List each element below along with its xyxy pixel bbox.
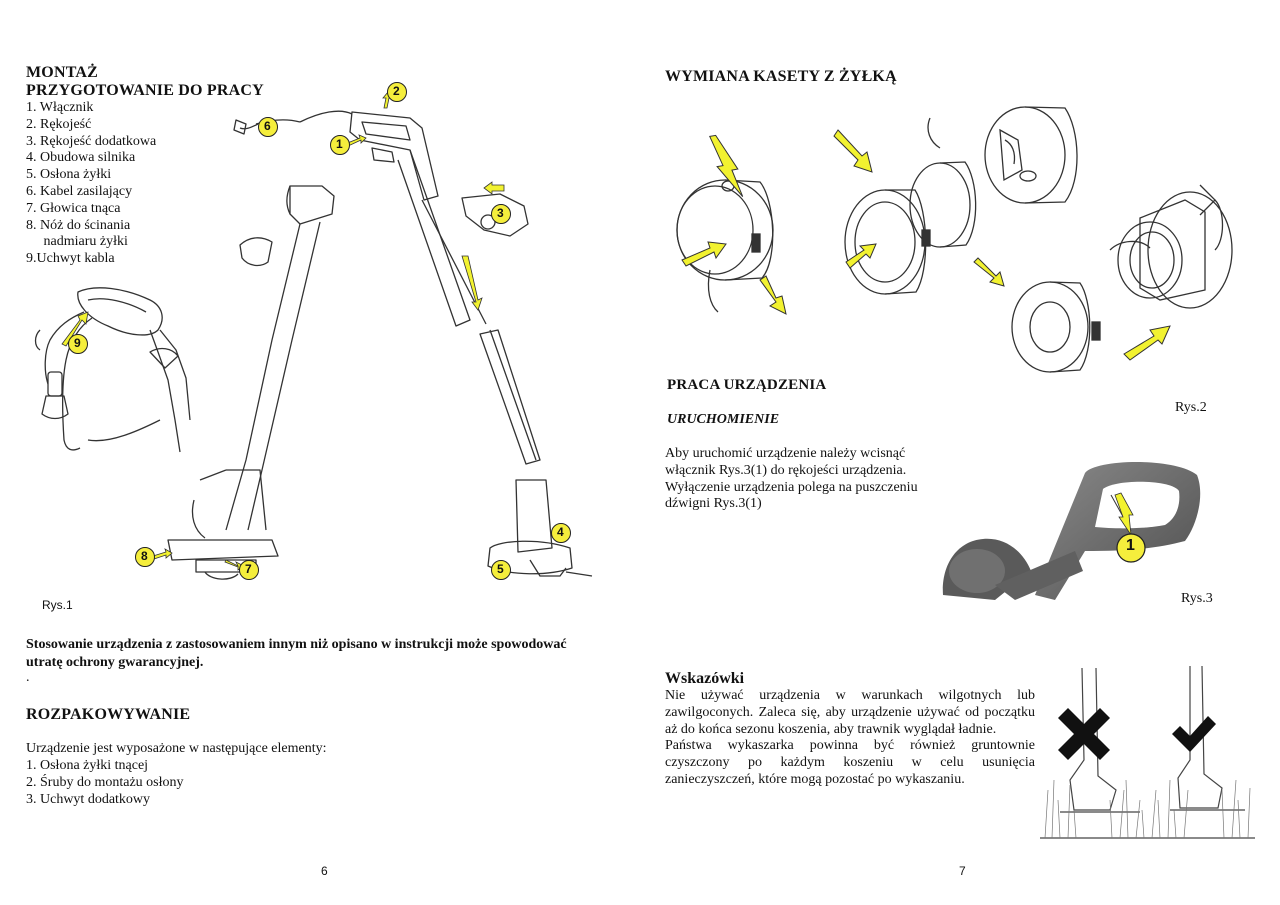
list-item: 2. Śruby do montażu osłony (26, 774, 184, 790)
text-line: Aby uruchomić urządzenie należy wcisnąć (665, 446, 906, 461)
tips-text: Nie używać urządzenia w warunkach wilgot… (665, 688, 1035, 789)
list-item: 6. Kabel zasilający (26, 183, 133, 199)
callout-1: 1 (336, 137, 343, 151)
contents-intro: Urządzenie jest wyposażone w następujące… (26, 741, 327, 756)
callout-5: 5 (497, 562, 504, 576)
list-item: 7. Głowica tnąca (26, 200, 121, 216)
start-instructions: Aby uruchomić urządzenie należy wcisnąć … (665, 446, 918, 513)
callout-8: 8 (141, 549, 148, 563)
figure1-label: Rys.1 (42, 598, 73, 612)
parts-list: 1. Włącznik 2. Rękojeść 3. Rękojeść doda… (26, 100, 156, 268)
warning-text: Stosowanie urządzenia z zastosowaniem in… (26, 636, 567, 672)
list-item: 4. Obudowa silnika (26, 150, 136, 166)
list-item: 3. Uchwyt dodatkowy (26, 791, 151, 807)
callout-2: 2 (393, 84, 400, 98)
page-number-right: 7 (959, 864, 966, 878)
list-item: 3. Rękojeść dodatkowa (26, 133, 157, 149)
callout-6: 6 (264, 119, 271, 133)
trimmer-illustration (34, 91, 593, 580)
list-item: 1. Osłona żyłki tnącej (26, 758, 149, 773)
tips-paragraph: Nie używać urządzenia w warunkach wilgot… (665, 688, 1035, 737)
list-item: 5. Osłona żyłki (26, 167, 112, 183)
callout-7: 7 (245, 562, 252, 576)
callout-9: 9 (74, 336, 81, 350)
heading-rozpakowywanie: ROZPAKOWYWANIE (26, 706, 191, 723)
figure3-label: Rys.3 (1181, 591, 1213, 606)
tips-paragraph: Państwa wykaszarka powinna być również g… (665, 738, 1035, 787)
heading-wskazowki: Wskazówki (665, 670, 745, 687)
handle-switch-illustration (942, 462, 1201, 600)
warning-line: utratę ochrony gwarancyjnej. (26, 655, 204, 670)
usage-tips-illustration (1040, 665, 1255, 839)
spool-replacement-illustration (676, 106, 1233, 373)
text-line: dźwigni Rys.3(1) (665, 496, 762, 512)
callout-3: 3 (497, 206, 504, 220)
dot-text: . (26, 670, 30, 685)
callout-4: 4 (557, 525, 564, 539)
figure3-callout: 1 (1126, 537, 1135, 554)
figure2-label: Rys.2 (1175, 400, 1207, 415)
heading-montaz: MONTAŻ (26, 64, 99, 81)
list-item: 9.Uchwyt kabla (26, 251, 115, 267)
subheading-uruchomienie: URUCHOMIENIE (667, 412, 780, 427)
heading-wymiana: WYMIANA KASETY Z ŻYŁKĄ (665, 68, 897, 85)
text-line: włącznik Rys.3(1) do rękojeści urządzeni… (665, 462, 907, 478)
list-item: nadmiaru żyłki (26, 234, 128, 250)
text-line: Wyłączenie urządzenia polega na puszczen… (665, 479, 918, 495)
list-item: 2. Rękojeść (26, 116, 92, 132)
list-item: 1. Włącznik (26, 100, 94, 115)
heading-przygotowanie: PRZYGOTOWANIE DO PRACY (26, 82, 264, 99)
list-item: 8. Nóż do ścinania (26, 217, 131, 233)
contents-list: 1. Osłona żyłki tnącej 2. Śruby do monta… (26, 758, 184, 808)
heading-praca: PRACA URZĄDZENIA (667, 377, 827, 393)
warning-line: Stosowanie urządzenia z zastosowaniem in… (26, 637, 567, 652)
page-number-left: 6 (321, 864, 328, 878)
